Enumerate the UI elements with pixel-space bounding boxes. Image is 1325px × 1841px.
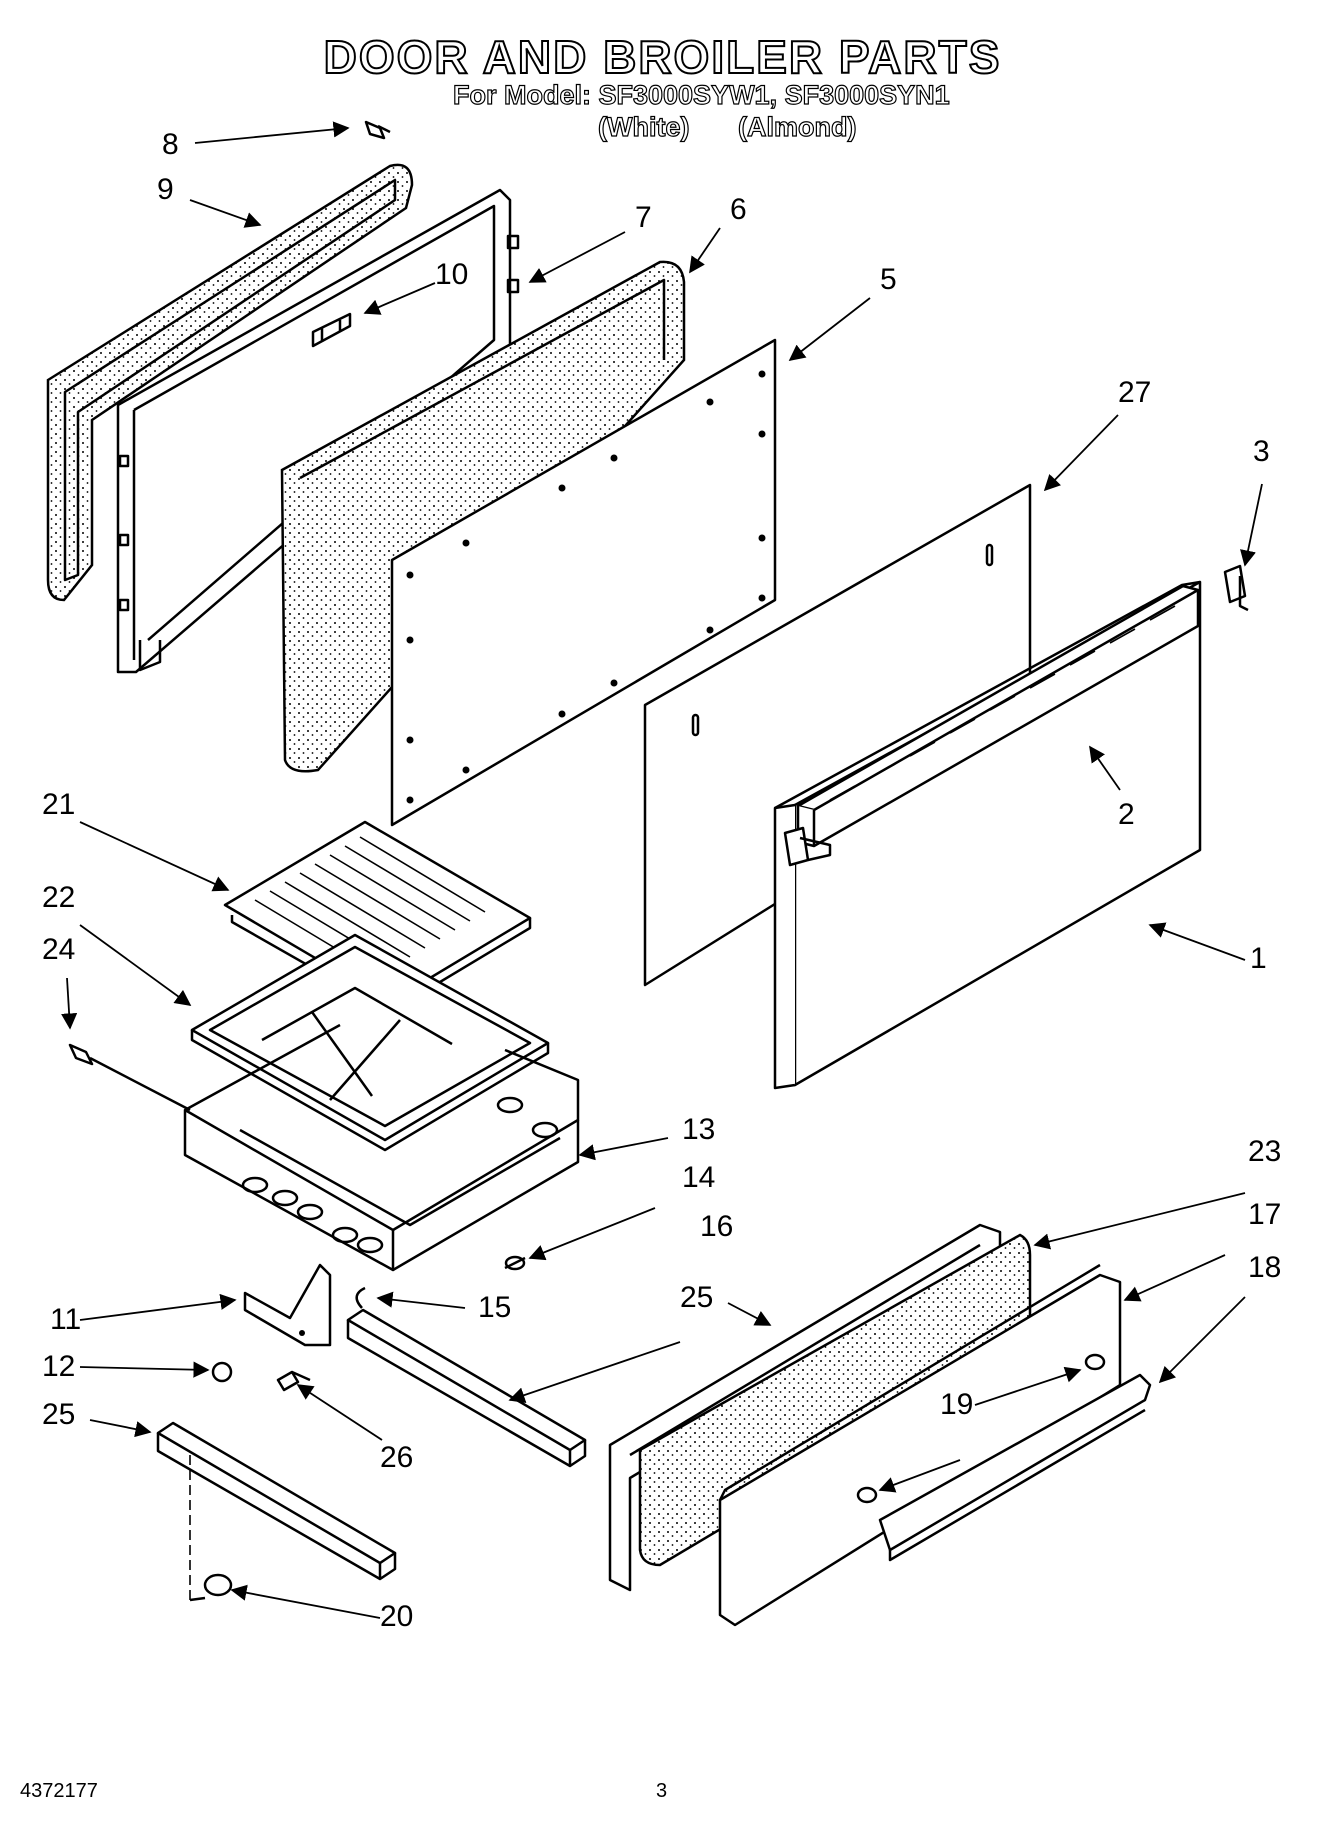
callout-27: 27 [1118, 376, 1152, 409]
callout-10: 10 [435, 258, 469, 291]
callout-leaders [61, 121, 1263, 1619]
callout-2: 2 [1118, 798, 1135, 831]
callout-11: 11 [50, 1303, 82, 1336]
callout-21: 21 [42, 788, 76, 821]
outer-door [773, 580, 1202, 1090]
drawer-bracket [243, 1263, 332, 1347]
callout-12: 12 [42, 1350, 76, 1383]
callout-3: 3 [1253, 435, 1270, 468]
footer-part-number: 4372177 [20, 1780, 98, 1802]
callout-14: 14 [682, 1161, 716, 1194]
callout-24: 24 [42, 933, 76, 966]
callout-5: 5 [880, 263, 897, 296]
callout-16: 16 [700, 1210, 734, 1243]
drawer-handle [878, 1373, 1152, 1562]
callout-25-upper: 25 [680, 1281, 714, 1314]
callout-6: 6 [730, 193, 747, 226]
screw-top [364, 120, 391, 140]
roller-foot [189, 1573, 233, 1602]
screw-bottom [276, 1370, 311, 1392]
callout-8: 8 [162, 128, 179, 161]
drawer-rail-upper [346, 1308, 587, 1468]
trim-end-cap [783, 564, 1249, 867]
callout-13: 13 [682, 1113, 716, 1146]
inner-door-panel [390, 338, 777, 827]
drawer-roller [504, 1255, 526, 1271]
callout-19: 19 [940, 1388, 974, 1421]
callout-9: 9 [157, 173, 174, 206]
drawer-rail-lower [156, 1421, 397, 1600]
variant-almond-label: (Almond) [737, 111, 857, 142]
footer-page-number: 3 [656, 1780, 668, 1802]
bumper [211, 1361, 233, 1383]
callout-1: 1 [1250, 942, 1267, 975]
broiler-pan [190, 933, 550, 1152]
callout-23: 23 [1248, 1135, 1282, 1168]
callout-20: 20 [380, 1600, 414, 1633]
door-gasket [46, 163, 414, 602]
retaining-clip [355, 1286, 366, 1309]
callout-7: 7 [635, 201, 652, 234]
broiler-drawer [183, 1023, 580, 1272]
callout-26: 26 [380, 1441, 414, 1474]
latch-clip [311, 312, 352, 348]
screw-left [68, 1043, 191, 1112]
model-line: For Model: SF3000SYW1, SF3000SYN1 [452, 79, 950, 110]
broiler-grid [223, 820, 532, 1014]
callout-22: 22 [42, 881, 76, 914]
callout-25-lower: 25 [42, 1398, 76, 1431]
door-trim [796, 584, 1200, 848]
variant-white-label: (White) [597, 111, 690, 142]
callout-17: 17 [1248, 1198, 1282, 1231]
handle-spacer [856, 1353, 1106, 1504]
page-title: DOOR AND BROILER PARTS [323, 30, 1002, 84]
callout-15: 15 [478, 1291, 512, 1324]
callout-18: 18 [1248, 1251, 1282, 1284]
